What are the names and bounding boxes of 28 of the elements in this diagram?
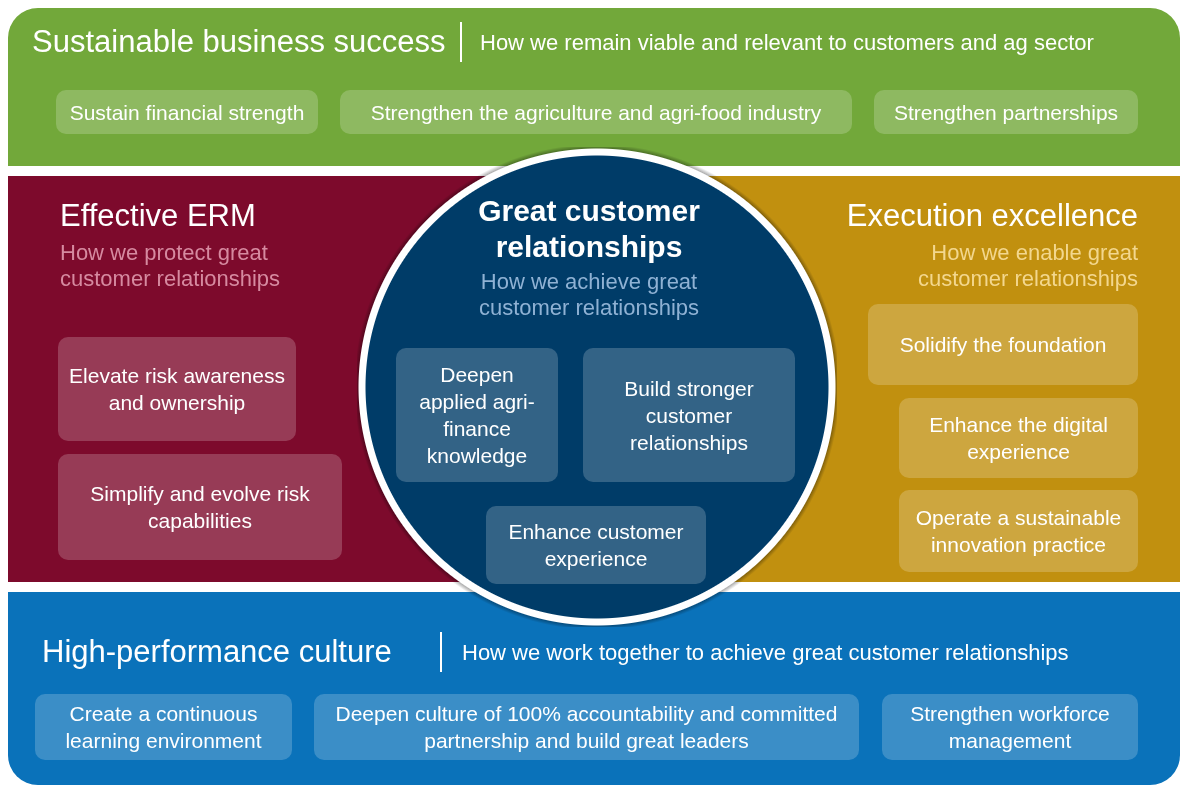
- bottom-band: [8, 592, 1180, 785]
- goal-card: Operate a sustainable innovation practice: [899, 490, 1138, 572]
- left-panel: [8, 176, 357, 582]
- goal-card: Strengthen the agriculture and agri-food industry: [340, 90, 852, 134]
- band-subtitle: How we work together to achieve great customer relationships: [462, 640, 1069, 666]
- goal-card: Deepen applied agri-finance knowledge: [396, 348, 558, 482]
- goal-card: Simplify and evolve risk capabilities: [58, 454, 342, 560]
- panel-heading: Execution excellence: [846, 198, 1138, 234]
- band-heading: High-performance culture: [42, 634, 392, 670]
- panel-subtitle: How we enable great customer relationships: [916, 240, 1138, 292]
- right-panel: [837, 176, 1180, 582]
- goal-card: Deepen culture of 100% accountability and committed partnership and build great leaders: [314, 694, 859, 760]
- top-band: [8, 8, 1180, 166]
- goal-card: Elevate risk awareness and ownership: [58, 337, 296, 441]
- circle-subtitle: How we achieve great customer relationships: [477, 269, 701, 321]
- band-heading: Sustainable business success: [32, 24, 446, 60]
- panel-subtitle: How we protect great customer relationships: [60, 240, 282, 292]
- goal-card: Enhance customer experience: [486, 506, 706, 584]
- goal-card: Sustain financial strength: [56, 90, 318, 134]
- band-subtitle: How we remain viable and relevant to customers and ag sector: [480, 30, 1094, 56]
- circle-heading: Great customer relationships: [477, 193, 701, 265]
- panel-heading: Effective ERM: [60, 198, 256, 234]
- goal-card: Strengthen workforce management: [882, 694, 1138, 760]
- goal-card: Build stronger customer relationships: [583, 348, 795, 482]
- goal-card: Solidify the foundation: [868, 304, 1138, 385]
- goal-card: Create a continuous learning environment: [35, 694, 292, 760]
- goal-card: Enhance the digital experience: [899, 398, 1138, 478]
- goal-card: Strengthen partnerships: [874, 90, 1138, 134]
